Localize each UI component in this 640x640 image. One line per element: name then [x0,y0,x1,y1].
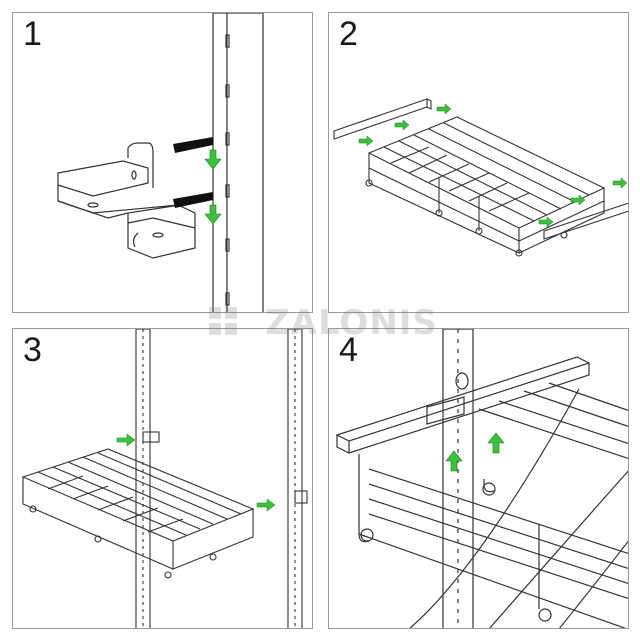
down-arrow-upper [204,149,222,170]
wall-upright [442,329,474,628]
right-arrow [358,135,374,147]
right-arrow [612,177,628,189]
right-arrow [538,216,554,228]
step-4-panel: 4 [328,328,629,629]
shelf-rail [335,356,591,442]
wall-upright-right [287,329,303,628]
rail-right [543,202,628,240]
down-arrow-lower [204,204,222,225]
wall-upright [212,13,264,312]
right-arrow [256,498,276,512]
up-arrow [445,450,463,472]
watermark-text: ZALONIS [265,303,438,343]
step-number: 1 [23,15,42,53]
step-2-illustration [333,98,628,257]
step-number: 4 [339,331,358,369]
right-arrow [570,194,586,206]
right-arrow [116,433,136,447]
step-number: 2 [339,15,358,53]
step-1-panel: 1 [12,12,313,313]
up-arrow [487,432,505,454]
step-2-panel: 2 [328,12,629,313]
rail-left [333,98,428,140]
watermark-logo [209,307,237,335]
step-3-panel: 3 [12,328,313,629]
wire-shelf [21,448,255,542]
watermark: ZALONIS [205,303,445,343]
step-number: 3 [23,331,42,369]
insert-arrow-upper [173,137,213,153]
step-4-illustration [335,329,628,628]
right-arrow [436,103,452,115]
insert-arrow-lower [173,192,213,208]
step-3-illustration [21,329,308,628]
wire-shelf [367,116,606,229]
step-1-illustration [57,13,264,312]
right-arrow [394,119,410,131]
